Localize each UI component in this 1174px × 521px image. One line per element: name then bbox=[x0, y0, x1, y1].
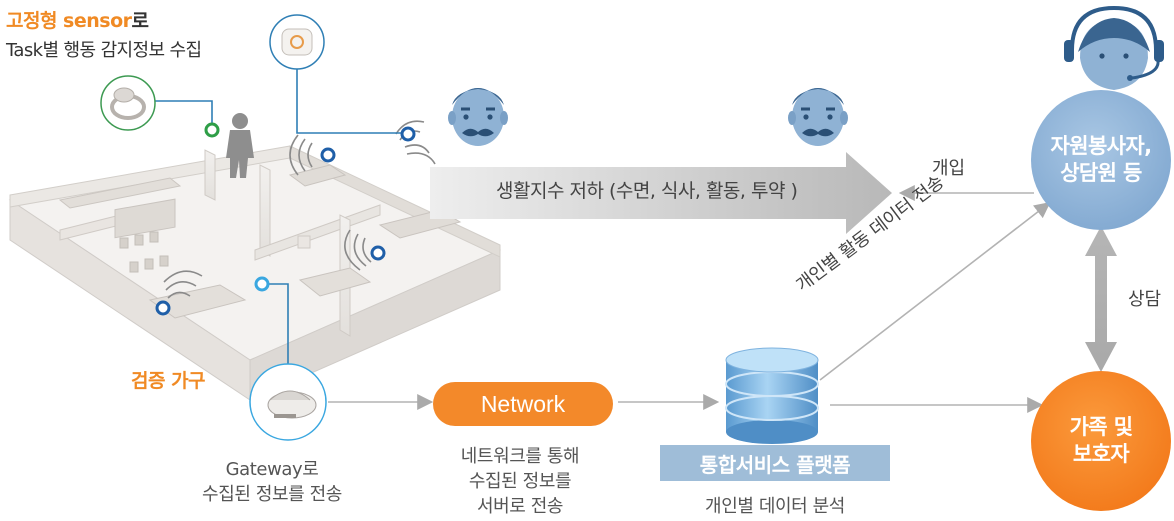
network-pill: Network bbox=[433, 382, 613, 426]
elder-face-icon-1 bbox=[448, 88, 508, 146]
sensor-caption-suffix: 로 bbox=[131, 10, 149, 32]
life-index-arrow-text: 생활지수 저하 (수면, 식사, 활동, 투약 ) bbox=[496, 180, 798, 202]
network-caption-line1: 네트워크를 통해 bbox=[460, 446, 580, 467]
sensor-caption-highlight: 고정형 sensor bbox=[6, 10, 132, 32]
ring-sensor-icon bbox=[100, 75, 156, 131]
house-floorplan bbox=[8, 145, 502, 401]
gateway-device-icon bbox=[249, 363, 327, 441]
connector-lines bbox=[155, 61, 408, 380]
family-node-line2: 보호자 bbox=[1072, 442, 1130, 466]
sensor-dots bbox=[155, 122, 416, 316]
big-gray-arrow bbox=[430, 152, 892, 234]
network-caption-line3: 서버로 전송 bbox=[476, 496, 564, 517]
consult-label: 상담 bbox=[1128, 289, 1162, 310]
person-silhouette bbox=[226, 113, 254, 178]
sensor-caption-line1: 고정형 sensor로 bbox=[6, 6, 149, 33]
fixed-sensor-icon bbox=[269, 14, 325, 70]
gateway-caption-line2: 수집된 정보를 전송 bbox=[202, 484, 342, 505]
network-caption-line2: 수집된 정보를 bbox=[468, 471, 572, 492]
gateway-caption-line1: Gateway로 bbox=[225, 459, 319, 480]
volunteer-node-line2: 상담원 등 bbox=[1060, 161, 1142, 185]
database-icon bbox=[725, 347, 819, 444]
signal-waves bbox=[163, 120, 436, 299]
volunteer-node-line1: 자원봉사자, bbox=[1050, 134, 1153, 158]
family-guardian-node: 가족 및 보호자 bbox=[1031, 371, 1171, 511]
counselor-headset-icon bbox=[1064, 5, 1164, 90]
service-platform-label: 통합서비스 플랫폼 bbox=[660, 445, 890, 481]
consult-double-arrow bbox=[1085, 226, 1117, 372]
verify-furniture-label: 검증 가구 bbox=[131, 370, 206, 392]
service-platform-subtitle: 개인별 데이터 분석 bbox=[705, 496, 845, 517]
sensor-caption-line2: Task별 행동 감지정보 수집 bbox=[6, 40, 202, 61]
flow-arrows bbox=[328, 185, 1051, 413]
elder-face-icon-2 bbox=[788, 88, 848, 146]
family-node-line1: 가족 및 bbox=[1069, 415, 1133, 439]
volunteer-counselor-node: 자원봉사자, 상담원 등 bbox=[1031, 90, 1171, 230]
intervene-label: 개입 bbox=[932, 158, 966, 179]
